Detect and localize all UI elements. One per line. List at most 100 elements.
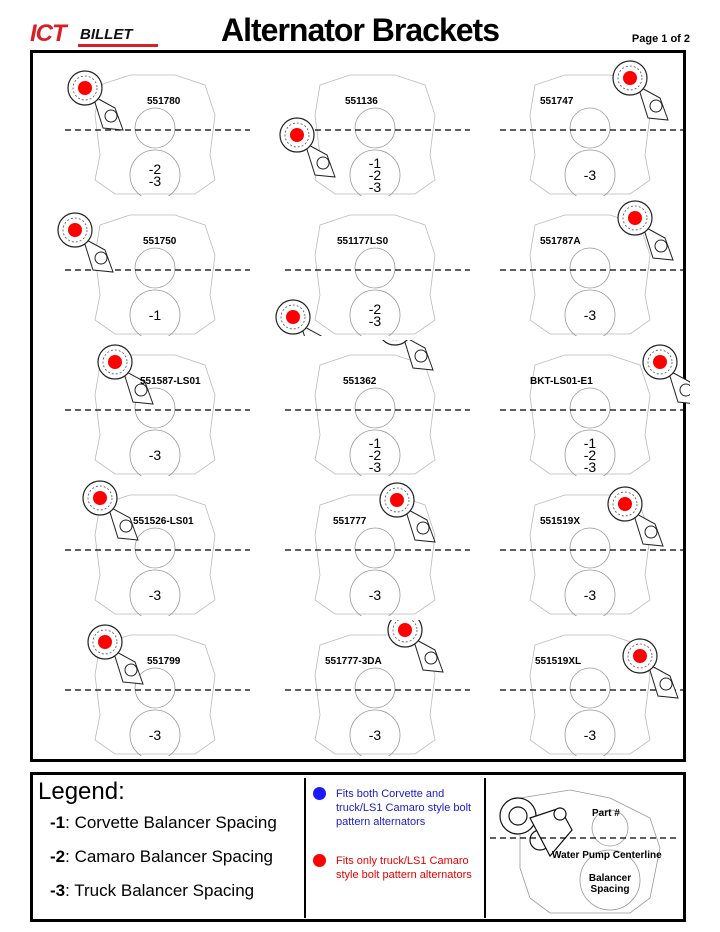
key-diagram	[490, 789, 680, 914]
spacing-code: -2	[368, 301, 382, 317]
bracket-cell: 551587-LS01 -3	[55, 340, 255, 476]
part-number: 551750	[143, 236, 177, 247]
fit-dot-icon	[68, 223, 82, 237]
part-number: 551362	[343, 376, 377, 387]
balancer-icon	[564, 709, 616, 756]
part-number: 551780	[147, 96, 181, 107]
bracket-cell: 551136-1-2-3	[275, 60, 475, 196]
water-pump-icon	[354, 247, 396, 289]
balancer-icon	[564, 289, 616, 336]
fit-dot-icon	[623, 71, 637, 85]
balancer-icon	[564, 149, 616, 196]
bracket-cell: 551747 -3	[490, 60, 690, 196]
fit-dot-icon	[108, 355, 122, 369]
legend-text-1: : Corvette Balancer Spacing	[65, 813, 277, 832]
spacing-code: -3	[148, 447, 162, 463]
spacing-code: -2	[583, 447, 597, 463]
alternator-icon	[387, 620, 444, 673]
alternator-icon	[617, 200, 674, 261]
legend-box	[30, 772, 686, 922]
spacing-codes: -3	[576, 727, 604, 743]
part-number: 551799	[147, 656, 181, 667]
logo-billet: BILLET	[80, 26, 133, 43]
spacing-code: -3	[583, 167, 597, 183]
legend-title: Legend:	[38, 778, 125, 805]
spacing-codes: -2-3	[361, 301, 389, 328]
alternator-icon	[82, 480, 139, 541]
bracket-cell: 551780 -2-3	[55, 60, 255, 196]
bracket-cell: 551526-LS01-3	[55, 480, 255, 616]
key-bracket-icon	[499, 797, 573, 858]
water-pump-icon	[569, 107, 611, 149]
part-number: 551136	[345, 96, 378, 107]
spacing-code: -1	[583, 435, 597, 451]
legend-text-2: : Camaro Balancer Spacing	[65, 847, 274, 866]
part-number: 551519XL	[535, 656, 582, 667]
bracket-diagram	[65, 70, 250, 196]
part-number: BKT-LS01-E1	[530, 376, 593, 387]
bracket-diagram	[500, 486, 685, 616]
spacing-code: -1	[368, 155, 382, 171]
part-number: 551777-3DA	[325, 656, 382, 667]
bracket-diagram	[285, 340, 470, 476]
red-note: Fits only truck/LS1 Camaro style bolt pa…	[336, 855, 472, 881]
alternator-icon	[275, 299, 323, 336]
bracket-cell: 551519XL -3	[490, 620, 690, 756]
engine-outline-icon	[94, 74, 216, 195]
fit-dot-icon	[290, 128, 304, 142]
balancer-icon	[129, 569, 181, 616]
spacing-codes: -3	[141, 588, 169, 602]
legend-key: Part # Water Pump Centerline Balancer Sp…	[490, 778, 680, 918]
alternator-icon	[622, 638, 679, 699]
balancer-icon	[564, 569, 616, 616]
spacing-code: -3	[148, 173, 162, 189]
part-number: 551519X	[540, 516, 581, 527]
key-part-label: Part #	[592, 808, 620, 819]
engine-outline-icon	[529, 74, 651, 195]
spacing-code: -3	[368, 727, 382, 743]
bracket-cell: 551177LS0-2-3	[275, 200, 475, 336]
bracket-diagram	[65, 480, 250, 616]
bracket-diagram	[500, 200, 685, 336]
logo-bar	[78, 44, 158, 47]
spacing-code: -2	[368, 167, 382, 183]
spacing-code: -3	[583, 587, 597, 603]
spacing-code: -3	[583, 727, 597, 743]
bracket-diagram	[285, 482, 470, 616]
page-number: Page 1 of 2	[631, 33, 690, 45]
legend-code-3: -3	[50, 881, 66, 900]
logo-ict: ICT	[30, 20, 67, 47]
engine-outline-icon	[94, 634, 216, 755]
fit-dot-icon	[390, 493, 404, 507]
blue-note: Fits both Corvette and truck/LS1 Camaro …	[336, 788, 472, 828]
spacing-codes: -3	[576, 308, 604, 322]
spacing-codes: -2-3	[141, 162, 169, 189]
legend-divider-1	[304, 778, 306, 918]
ict-billet-logo: ICT BILLET	[30, 20, 158, 47]
balancer-icon	[129, 709, 181, 756]
bracket-diagram	[500, 60, 685, 196]
spacing-codes: -1-2-3	[576, 435, 604, 474]
balancer-icon	[349, 709, 401, 756]
bracket-diagram	[285, 620, 470, 756]
part-number: 551747	[540, 96, 574, 107]
spacing-codes: -1-2-3	[361, 435, 389, 475]
water-pump-icon	[569, 387, 611, 429]
balancer-icon	[564, 429, 616, 476]
engine-outline-icon	[529, 354, 651, 475]
spacing-code: -1	[368, 435, 382, 451]
part-number: 551587-LS01	[140, 376, 201, 387]
alternator-icon	[87, 624, 144, 685]
water-pump-icon	[354, 107, 396, 149]
spacing-codes: -3	[141, 728, 169, 742]
bracket-cell: BKT-LS01-E1 -1-2-3	[490, 340, 690, 476]
water-pump-icon	[134, 247, 176, 289]
key-centerline-label: Water Pump Centerline	[552, 850, 662, 861]
bracket-diagram	[500, 634, 685, 756]
water-pump-icon	[354, 387, 396, 429]
water-pump-icon	[354, 667, 396, 709]
page-title: Alternator Brackets	[221, 12, 500, 48]
spacing-code: -3	[368, 459, 382, 475]
bracket-diagram	[279, 74, 470, 196]
alternator-icon	[612, 60, 669, 121]
